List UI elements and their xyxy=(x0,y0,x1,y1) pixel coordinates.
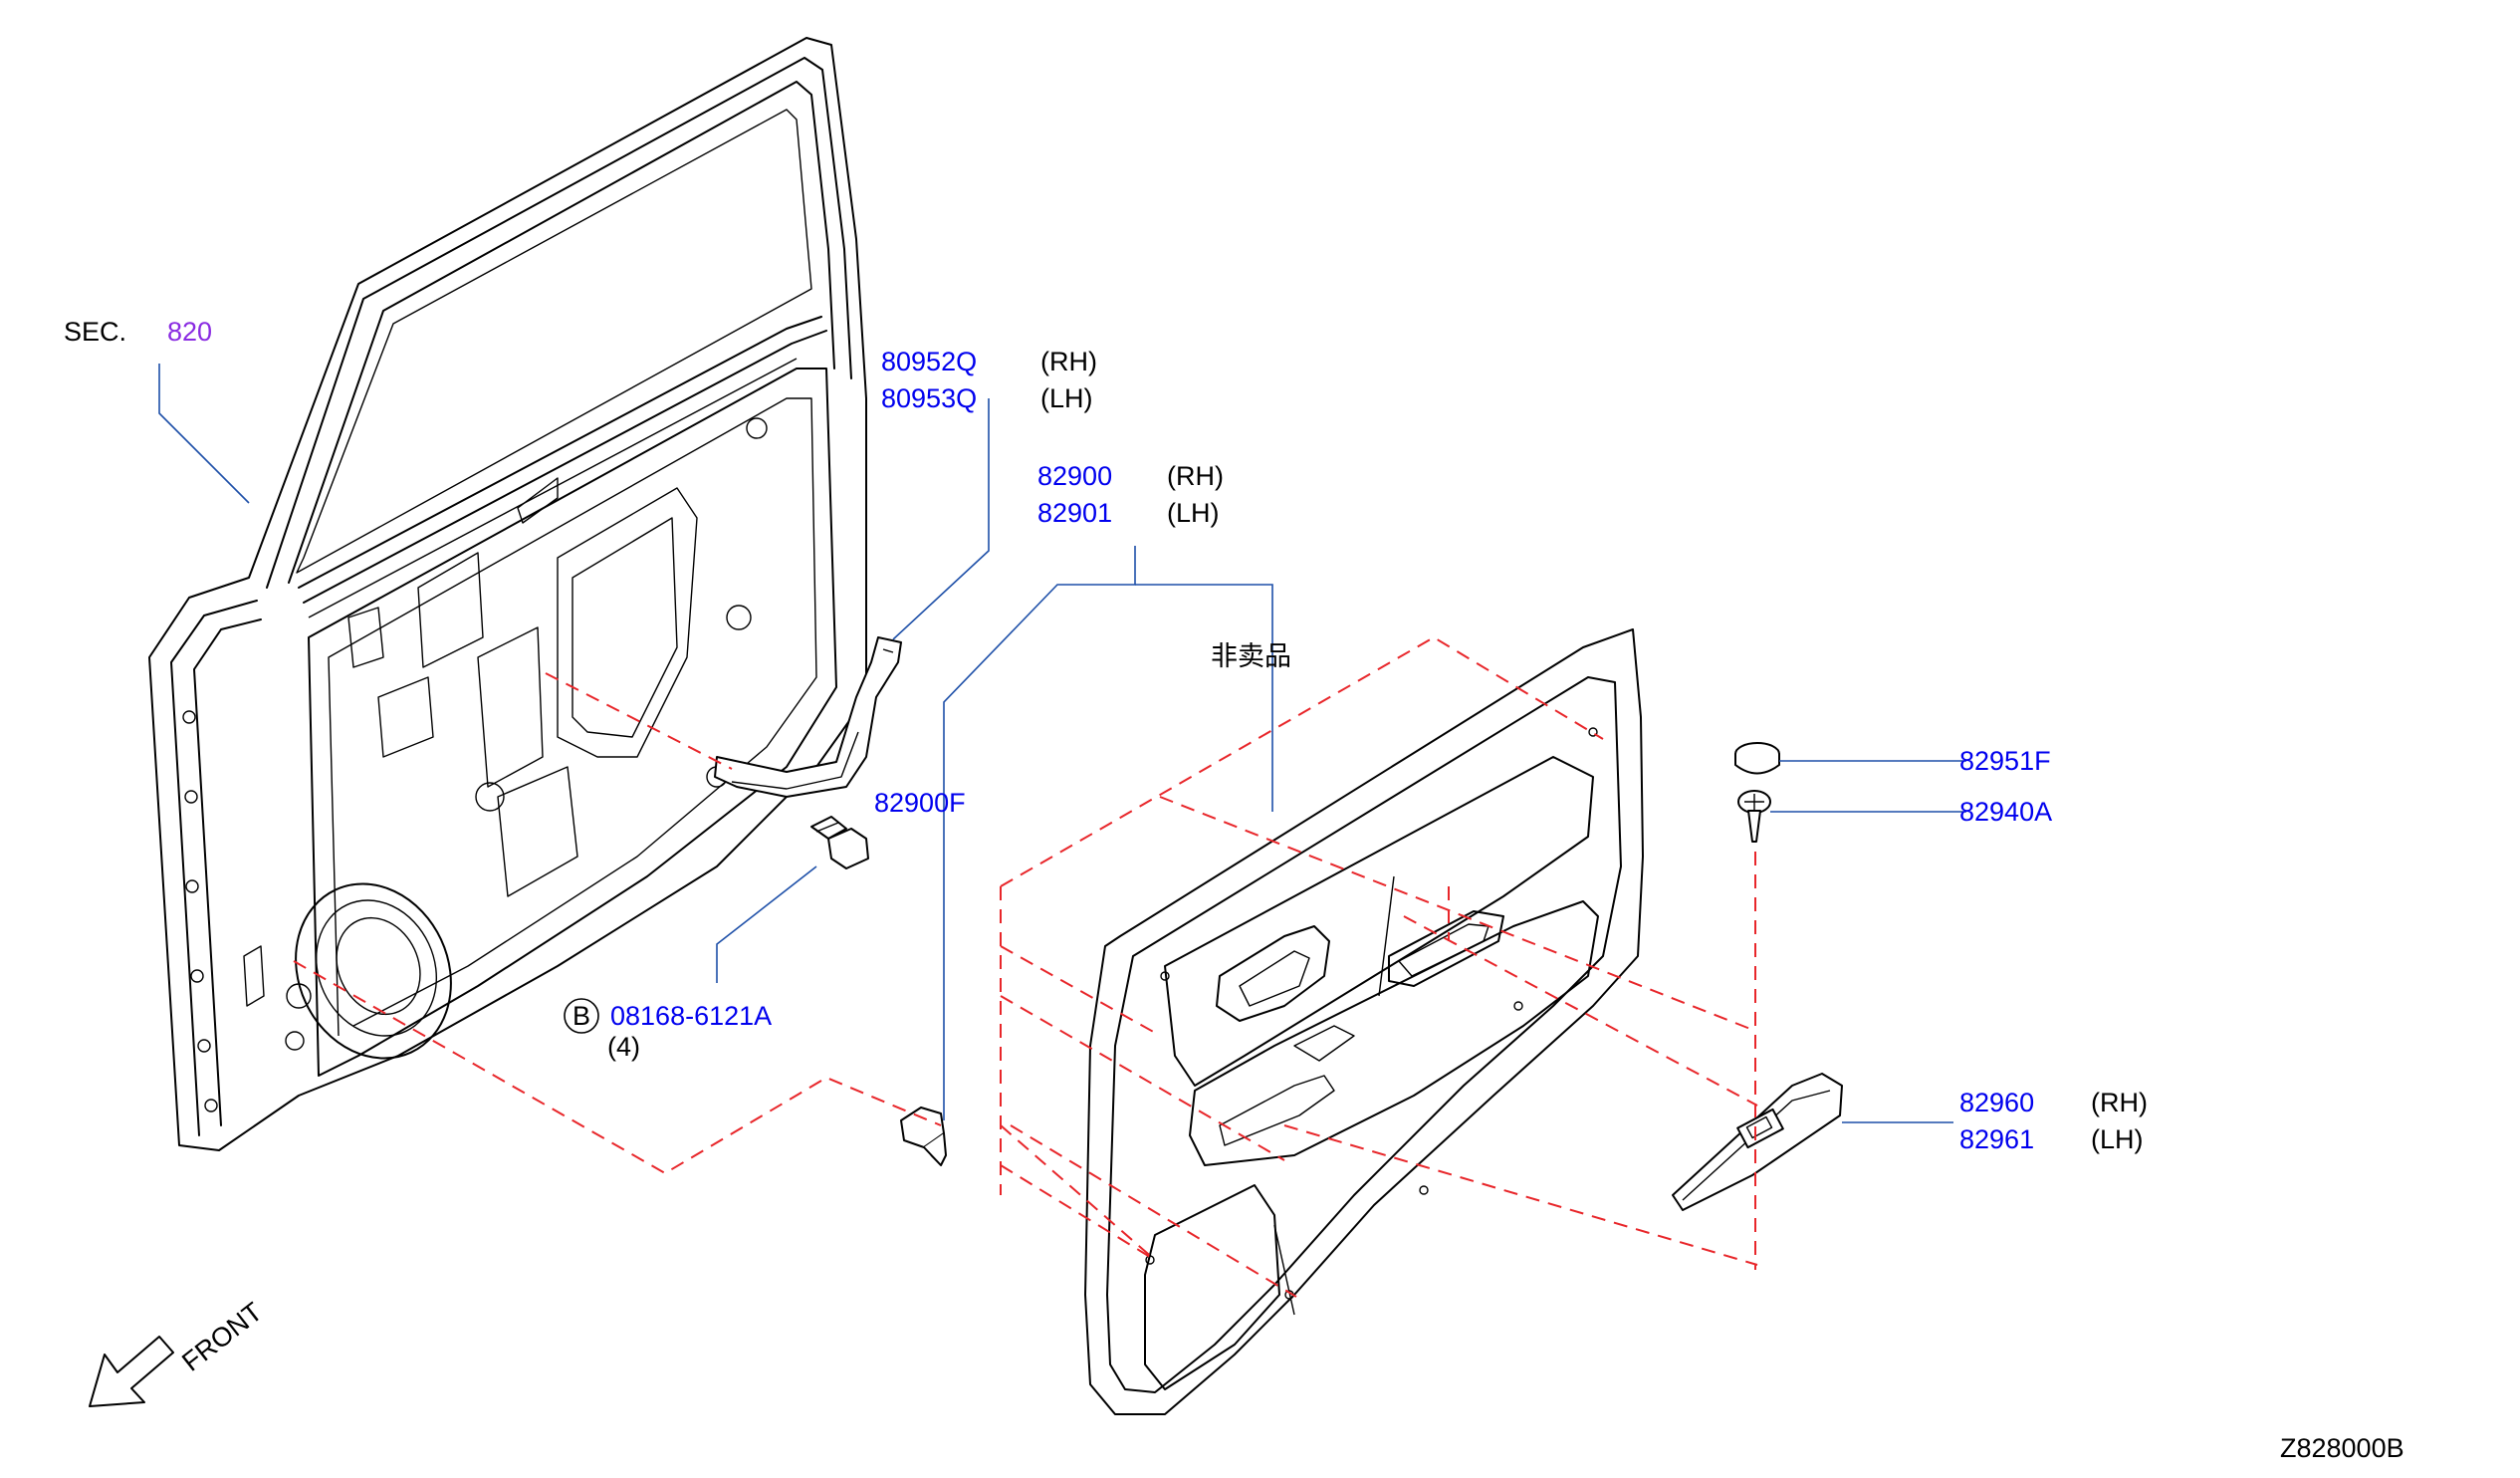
trim-lh-side-label: (LH) xyxy=(1167,498,1220,528)
trim-leader xyxy=(943,546,1136,1120)
finisher-lh-side-label: (LH) xyxy=(2091,1124,2144,1154)
trim-rh-side-label: (RH) xyxy=(1167,461,1224,491)
bolt-part xyxy=(810,816,869,869)
front-direction-indicator: FRONT xyxy=(89,1297,268,1407)
door-panel xyxy=(148,37,867,1151)
bolt-part-number[interactable]: 08168-6121A xyxy=(610,1001,772,1031)
bolt-badge: B xyxy=(564,998,599,1034)
bracket-rh-part-number[interactable]: 80952Q xyxy=(881,347,977,376)
clip-part-number[interactable]: 82900F xyxy=(874,788,966,818)
bolt-quantity-label: (4) xyxy=(607,1032,640,1062)
cap-part-number[interactable]: 82951F xyxy=(1959,746,2051,776)
labels: SEC. 820 80952Q (RH) 80953Q (LH) 82900 (… xyxy=(64,317,2405,1463)
leader-lines xyxy=(158,364,1966,1123)
bracket-lh-side-label: (LH) xyxy=(1040,383,1093,413)
screw-part xyxy=(1737,790,1771,843)
trim-rh-part-number[interactable]: 82900 xyxy=(1037,461,1112,491)
finisher-lh-part-number[interactable]: 82961 xyxy=(1959,1124,2034,1154)
door-trim xyxy=(1084,628,1644,1415)
trim-leader-2 xyxy=(1135,584,1273,812)
bracket-leader xyxy=(892,398,990,640)
screw-part-number[interactable]: 82940A xyxy=(1959,797,2052,827)
bracket-rh-side-label: (RH) xyxy=(1040,347,1097,376)
sec-prefix-label: SEC. xyxy=(64,317,126,347)
cap-part xyxy=(1734,742,1780,775)
bracket-part xyxy=(714,636,902,798)
trim-lh-part-number[interactable]: 82901 xyxy=(1037,498,1112,528)
finisher-rh-side-label: (RH) xyxy=(2091,1088,2148,1117)
sec-820-leader xyxy=(158,364,250,504)
bolt-badge-letter: B xyxy=(573,1001,590,1031)
bracket-lh-part-number[interactable]: 80953Q xyxy=(881,383,977,413)
finisher-rh-part-number[interactable]: 82960 xyxy=(1959,1088,2034,1117)
clip-part xyxy=(900,1107,947,1166)
front-label: FRONT xyxy=(176,1297,268,1377)
sec-number-link[interactable]: 820 xyxy=(167,317,212,347)
phantom-lines xyxy=(293,635,1758,1298)
front-arrow-icon xyxy=(89,1336,174,1407)
diagram-code-label: Z828000B xyxy=(2280,1433,2405,1463)
bolt-leader xyxy=(716,865,817,983)
finisher-part xyxy=(1672,1073,1843,1211)
not-for-sale-label: 非卖品 xyxy=(1211,641,1291,671)
